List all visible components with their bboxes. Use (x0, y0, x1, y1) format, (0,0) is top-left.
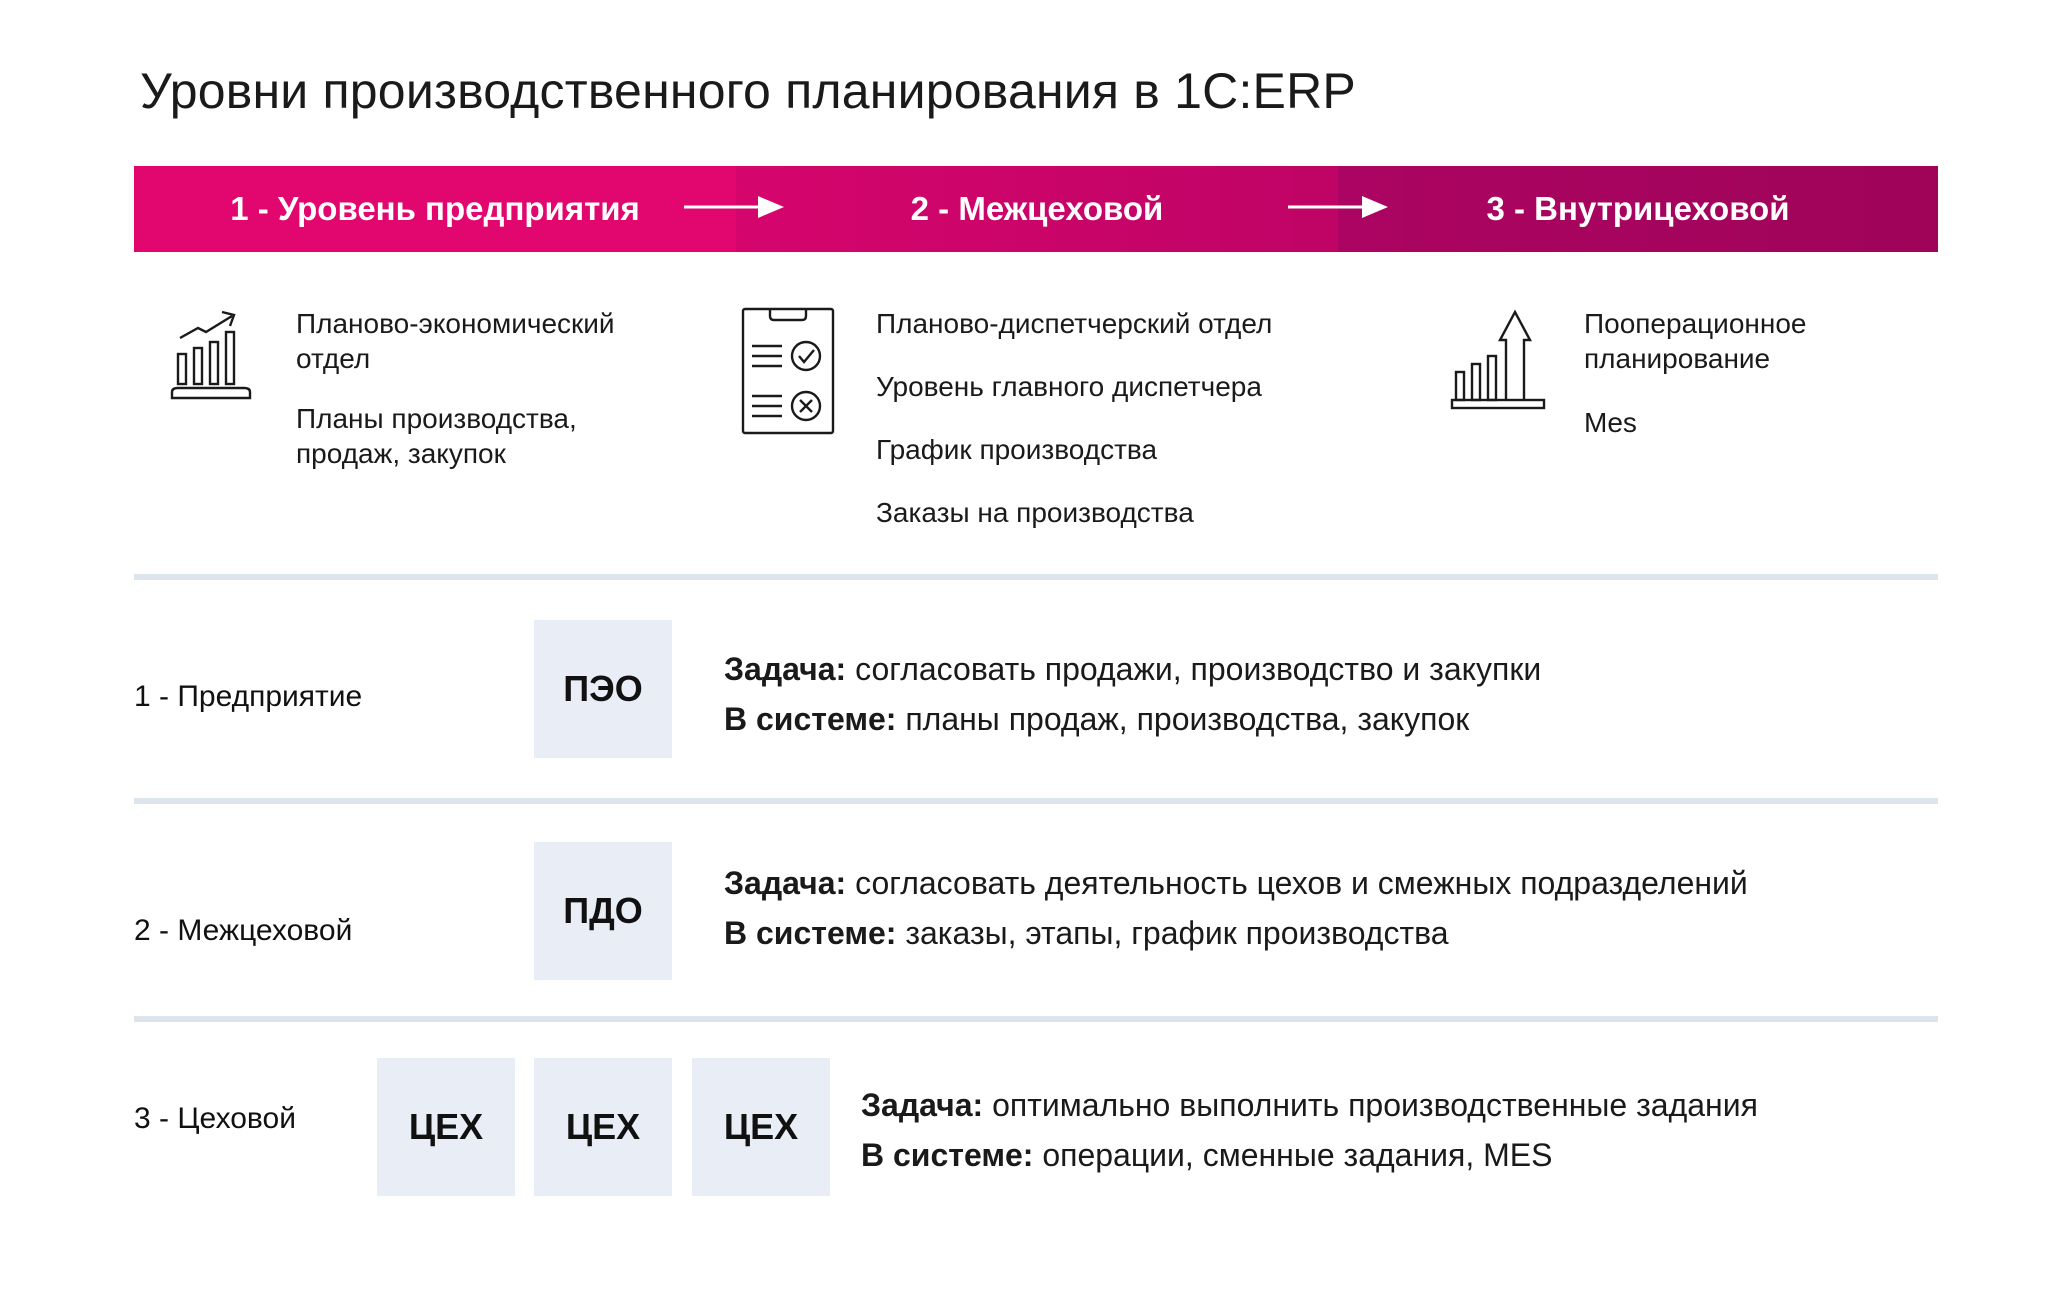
system-text: планы продаж, производства, закупок (905, 701, 1470, 737)
info-line: Пооперационное (1584, 308, 1807, 339)
task-text: согласовать продажи, производство и заку… (855, 651, 1542, 687)
page-title: Уровни производственного планирования в … (140, 63, 1356, 119)
row-label-intershop: 2 - Межцеховой (134, 914, 353, 947)
growth-chart-icon (170, 310, 252, 400)
info-line: Планово-диспетчерский отдел (876, 308, 1273, 339)
row-label-shop: 3 - Цеховой (134, 1102, 296, 1135)
info-line: Заказы на производства (876, 497, 1194, 528)
info-line: продаж, закупок (296, 438, 506, 469)
row-label-enterprise: 1 - Предприятие (134, 680, 363, 713)
info-line: планирование (1584, 343, 1771, 374)
system-line: В системе: планы продаж, производства, з… (724, 694, 1541, 744)
department-box-shop-3: ЦЕХ (692, 1058, 830, 1196)
info-column-1: Планово-экономический отдел Планы произв… (296, 306, 696, 471)
system-line: В системе: заказы, этапы, график произво… (724, 908, 1748, 958)
info-column-3: Пооперационное планирование Mes (1584, 306, 1924, 440)
system-label: В системе: (724, 915, 897, 951)
info-line: Планово-экономический (296, 308, 615, 339)
banner-level-2-label: 2 - Межцеховой (910, 190, 1164, 227)
system-label: В системе: (724, 701, 897, 737)
info-line: Уровень главного диспетчера (876, 371, 1262, 402)
department-box-shop-1: ЦЕХ (377, 1058, 515, 1196)
system-text: заказы, этапы, график производства (905, 915, 1449, 951)
box-label: ПДО (563, 890, 643, 931)
task-line: Задача: согласовать деятельность цехов и… (724, 858, 1748, 908)
checklist-clipboard-icon (741, 307, 835, 435)
box-label: ЦЕХ (408, 1106, 484, 1147)
system-line: В системе: операции, сменные задания, ME… (861, 1130, 1758, 1180)
banner-level-1-label: 1 - Уровень предприятия (230, 190, 640, 227)
info-column-2: Планово-диспетчерский отдел Уровень глав… (876, 306, 1436, 530)
task-text: оптимально выполнить производственные за… (992, 1087, 1758, 1123)
task-label: Задача: (724, 865, 847, 901)
levels-banner: 1 - Уровень предприятия 2 - Межцеховой 3… (134, 166, 1938, 252)
task-label: Задача: (861, 1087, 984, 1123)
info-line: Mes (1584, 407, 1637, 438)
right-arrow-icon (1288, 196, 1388, 218)
department-box-peo: ПЭО (534, 620, 672, 758)
banner-level-3-label: 3 - Внутрицеховой (1486, 190, 1790, 227)
row-description-1: Задача: согласовать продажи, производств… (724, 644, 1541, 744)
banner-level-1: 1 - Уровень предприятия (134, 166, 736, 252)
box-label: ЦЕХ (565, 1106, 641, 1147)
department-box-pdo: ПДО (534, 842, 672, 980)
system-label: В системе: (861, 1137, 1034, 1173)
info-line: Планы производства, (296, 403, 577, 434)
info-line: График производства (876, 434, 1158, 465)
bar-chart-up-arrow-icon (1450, 309, 1546, 410)
task-label: Задача: (724, 651, 847, 687)
divider (134, 1016, 1938, 1022)
divider (134, 574, 1938, 580)
divider (134, 798, 1938, 804)
task-text: согласовать деятельность цехов и смежных… (855, 865, 1748, 901)
box-label: ЦЕХ (723, 1106, 799, 1147)
info-line: отдел (296, 343, 371, 374)
system-text: операции, сменные задания, MES (1042, 1137, 1553, 1173)
right-arrow-icon (684, 196, 784, 218)
row-description-3: Задача: оптимально выполнить производств… (861, 1080, 1758, 1180)
task-line: Задача: согласовать продажи, производств… (724, 644, 1541, 694)
box-label: ПЭО (563, 668, 643, 709)
banner-level-3: 3 - Внутрицеховой (1338, 166, 1938, 252)
banner-level-2: 2 - Межцеховой (736, 166, 1338, 252)
department-box-shop-2: ЦЕХ (534, 1058, 672, 1196)
task-line: Задача: оптимально выполнить производств… (861, 1080, 1758, 1130)
row-description-2: Задача: согласовать деятельность цехов и… (724, 858, 1748, 958)
